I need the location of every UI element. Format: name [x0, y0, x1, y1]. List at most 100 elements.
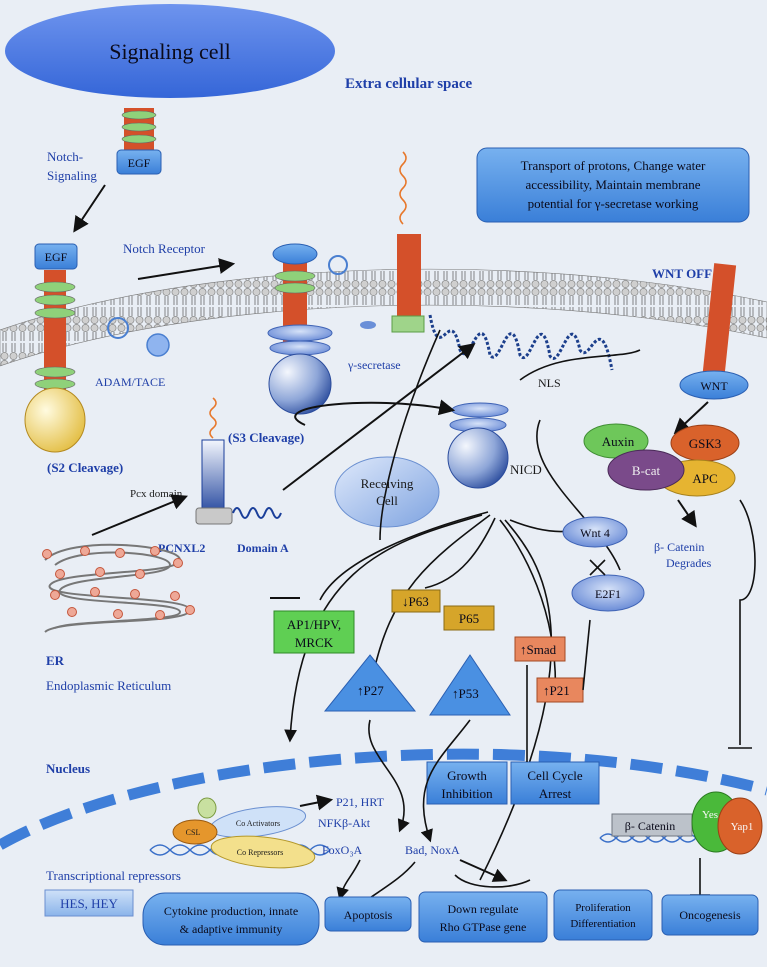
cytokine-box: [142, 892, 320, 946]
arrow-to-p21-hrt: [299, 794, 334, 811]
p53-triangle: [429, 654, 511, 716]
proliferation-label: Proliferation: [575, 902, 631, 914]
p21-box: [536, 677, 584, 703]
notch-receptor-label: Notch Receptor: [123, 241, 206, 256]
cell-cycle-arrest-label: Cell Cycle: [527, 768, 582, 783]
transcription-complex-icon: Co Activators CSL Co Repressors: [172, 797, 316, 869]
p21-box-label: ↑P21: [543, 683, 570, 698]
bcatenin-degrades-label-2: Degrades: [666, 556, 712, 570]
destruction-complex-icon: Auxin GSK3 APC B-cat: [583, 423, 740, 497]
signaling-cell-icon: [5, 4, 335, 98]
s3-cleavage-label: (S3 Cleavage): [228, 430, 304, 445]
adam-tace-label: ADAM/TACE: [95, 375, 165, 389]
nls-label: NLS: [538, 376, 561, 390]
arrow-wnt-to-complex: [673, 401, 709, 435]
nls-helix-icon: [428, 314, 614, 371]
arrow-er-to-pcnxl2: [91, 494, 188, 536]
bad-noxa-label: Bad, NoxA: [405, 843, 460, 857]
yap1-icon: [717, 797, 763, 855]
nfkb-akt-label: NFKβ-Akt: [318, 816, 371, 830]
cell-cycle-arrest-label-2: Arrest: [539, 786, 572, 801]
growth-inhibition-label-2: Inhibition: [441, 786, 493, 801]
pcnxl2-icon: [195, 397, 282, 525]
proliferation-label-2: Differentiation: [570, 918, 636, 930]
cell-cycle-arrest-box: [510, 761, 600, 805]
transport-box-text-3: potential for γ-secretase working: [528, 196, 699, 211]
arrow-ligand-to-receptor: [73, 184, 106, 233]
svg-text:Co Repressors: Co Repressors: [237, 848, 283, 857]
bcatenin-degrades-label: β- Catenin: [654, 540, 704, 554]
svg-text:Co Activators: Co Activators: [236, 819, 280, 828]
down-regulate-box: [418, 891, 548, 943]
svg-text:B-cat: B-cat: [632, 463, 661, 478]
svg-text:Auxin: Auxin: [602, 434, 635, 449]
ap1-box: [273, 610, 355, 654]
nicd-icon: [447, 402, 509, 489]
wnt4-icon: [562, 516, 628, 548]
ap1-label: AP1/HPV,: [287, 617, 341, 632]
domain-a-label: Domain A: [237, 541, 289, 555]
p53-label: ↑P53: [452, 686, 479, 701]
oncogenesis-box: [661, 894, 759, 936]
proliferation-box: [553, 889, 653, 941]
svg-text:WNT: WNT: [700, 379, 728, 393]
signaling-cell-label: Signaling cell: [109, 39, 231, 64]
notch-signaling-label-2: Signaling: [47, 168, 97, 183]
pcnxl2-label: PCNXL2: [158, 541, 205, 555]
p63-label: ↓P63: [402, 594, 429, 609]
wnt-receptor-icon: WNT: [679, 263, 749, 400]
arrow-to-degrades: [677, 499, 697, 528]
p27-label: ↑P27: [357, 683, 384, 698]
nucleus-membrane-icon: [0, 748, 767, 850]
arrow-s3-to-nicd: [294, 399, 456, 426]
yap1-label: Yap1: [731, 821, 754, 833]
nicd-label: NICD: [510, 462, 542, 477]
svg-text:CSL: CSL: [186, 828, 201, 837]
notch-signaling-label: Notch-: [47, 149, 83, 164]
ligand-icon: EGF: [116, 108, 162, 175]
ap1-label-2: MRCK: [295, 635, 334, 650]
er-label-2: Endoplasmic Reticulum: [46, 678, 171, 693]
receiving-cell-label-2: Cell: [376, 493, 398, 508]
hes-hey-label: HES, HEY: [60, 896, 118, 911]
transcriptional-repressors-label: Transcriptional repressors: [46, 868, 181, 883]
inhibit-cross: [589, 559, 606, 576]
er-label: ER: [46, 653, 65, 668]
gamma-secretase-icon: [360, 151, 425, 333]
pcx-domain-label: Pcx domain: [130, 488, 183, 500]
apoptosis-label: Apoptosis: [344, 908, 393, 922]
growth-inhibition-box: [426, 761, 508, 805]
svg-text:EGF: EGF: [45, 250, 68, 264]
nucleus-label: Nucleus: [46, 761, 90, 776]
arrow-pcnxl2-to-membrane: [282, 343, 476, 491]
p21-hrt-label: P21, HRT: [336, 795, 385, 809]
s2-cleavage-label: (S2 Cleavage): [47, 460, 123, 475]
foxo3a-label: FoxO₃A: [322, 843, 363, 857]
smad-box: [514, 636, 566, 662]
p27-triangle: [323, 654, 417, 712]
gamma-secretase-label: γ-secretase: [347, 358, 401, 372]
extracellular-space-label: Extra cellular space: [345, 76, 473, 92]
wnt-off-label: WNT OFF: [652, 266, 712, 281]
yes-label: Yes: [702, 809, 718, 821]
p63-box: [391, 589, 441, 613]
svg-text:GSK3: GSK3: [689, 436, 722, 451]
p65-label: P65: [459, 611, 479, 626]
s3-receptor-icon: [267, 243, 348, 415]
oncogenesis-label: Oncogenesis: [679, 908, 741, 922]
cytokine-label-2: & adaptive immunity: [180, 922, 283, 936]
wnt4-label: Wnt 4: [580, 526, 610, 540]
notch-receptor-icon: EGF: [24, 243, 170, 453]
bcatenin-nuc-label: β- Catenin: [625, 819, 675, 833]
arrow-to-apoptosis: [459, 859, 508, 882]
down-regulate-label-2: Rho GTPase gene: [440, 920, 527, 934]
arrow-to-cleavage: [137, 258, 236, 280]
ribosomes: [42, 546, 195, 620]
down-regulate-label: Down regulate: [448, 902, 519, 916]
svg-text:APC: APC: [692, 471, 717, 486]
hes-hey-box: [44, 889, 134, 917]
svg-text:EGF: EGF: [128, 156, 151, 170]
growth-inhibition-label: Growth: [447, 768, 487, 783]
transport-box-text-2: accessibility, Maintain membrane: [526, 177, 701, 192]
